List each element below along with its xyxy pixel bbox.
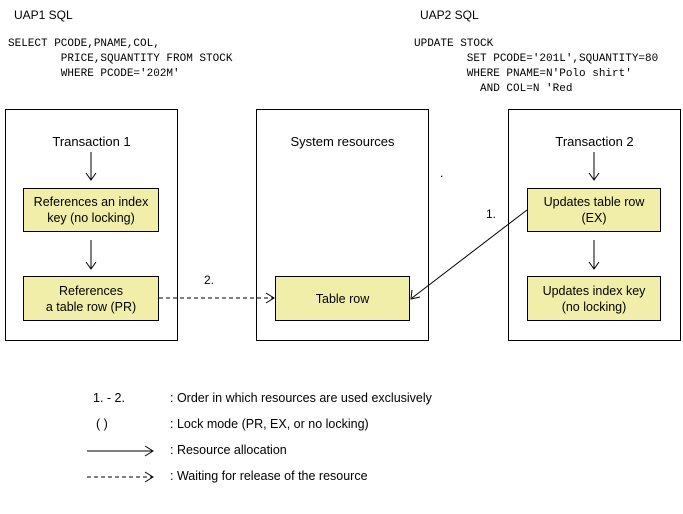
transaction1-table-row-node: References a table row (PR): [23, 276, 159, 321]
uap1-sql-code: SELECT PCODE,PNAME,COL, PRICE,SQUANTITY …: [8, 38, 233, 80]
transaction2-index-key-node: Updates index key (no locking): [527, 276, 661, 321]
legend-waiting-text: : Waiting for release of the resource: [170, 469, 368, 483]
transaction2-table-row-node: Updates table row (EX): [527, 188, 661, 232]
legend-lock-key: ( ): [96, 417, 108, 431]
uap1-title: UAP1 SQL: [14, 8, 73, 22]
legend-order-key: 1. - 2.: [93, 391, 125, 405]
edge-label-order-2: 2.: [204, 273, 215, 287]
system-resources-title: System resources: [290, 134, 395, 149]
legend-order-text: : Order in which resources are used excl…: [170, 391, 432, 405]
legend-dashed-arrow: [87, 471, 154, 483]
transaction1-title: Transaction 1: [52, 134, 131, 149]
legend-lock-text: : Lock mode (PR, EX, or no locking): [170, 417, 369, 431]
table-row-resource-node: Table row: [275, 276, 410, 321]
stray-dot: .: [440, 166, 444, 180]
legend-allocation-text: : Resource allocation: [170, 443, 287, 457]
transaction2-title: Transaction 2: [555, 134, 634, 149]
uap2-sql-code: UPDATE STOCK SET PCODE='201L',SQUANTITY=…: [414, 38, 659, 95]
legend-solid-arrow: [87, 445, 154, 457]
uap2-title: UAP2 SQL: [420, 8, 479, 22]
transaction1-index-key-node: References an index key (no locking): [23, 188, 159, 232]
edge-label-order-1: 1.: [486, 207, 497, 221]
